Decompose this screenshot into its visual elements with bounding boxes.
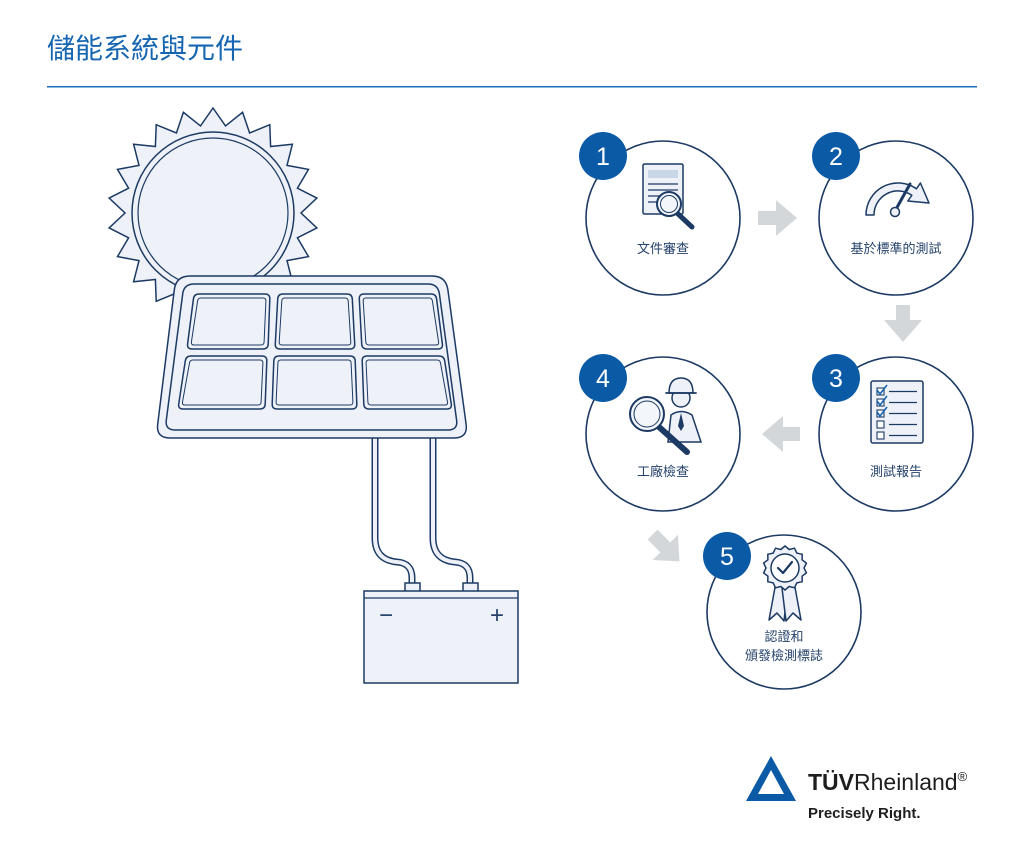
solar-cell <box>177 355 268 410</box>
arrow-left-icon <box>762 416 800 452</box>
title-divider <box>47 86 977 88</box>
step-number-badge <box>812 132 860 180</box>
solar-cell <box>186 293 271 350</box>
cable-negative <box>371 430 416 592</box>
step-label: 文件審查 <box>637 241 689 256</box>
solar-cell <box>358 293 444 350</box>
step-label: 基於標準的測試 <box>850 241 941 256</box>
solar-cell-inner-border <box>362 297 440 346</box>
logo-brand-regular: Rheinland <box>854 769 958 795</box>
battery-icon: − + <box>363 582 519 684</box>
solar-cell <box>274 293 356 350</box>
magnifier-handle <box>656 424 690 455</box>
logo-tagline: Precisely Right. <box>808 805 921 822</box>
tuv-rheinland-logo: TÜVRheinland® Precisely Right. <box>746 756 968 822</box>
cables <box>371 430 474 592</box>
cable-negative-core <box>373 430 414 592</box>
step-number-badge <box>812 354 860 402</box>
cable-positive <box>429 430 474 592</box>
gauge-arc-arrow <box>865 182 930 216</box>
step-number: 5 <box>720 543 734 571</box>
checkmarks <box>876 384 888 418</box>
document-search-icon <box>642 163 695 230</box>
hard-hat <box>668 377 694 394</box>
tuv-triangle-inner <box>758 770 784 794</box>
inspector-body <box>667 410 703 443</box>
arrow-down-icon <box>884 305 922 342</box>
magnifier-handle <box>674 210 695 230</box>
solar-cell-inner-border <box>190 297 267 346</box>
checklist-boxes <box>876 387 885 440</box>
award-center <box>770 553 800 583</box>
inspector-tie <box>678 413 684 431</box>
step-number: 1 <box>596 143 610 171</box>
logo-brand-bold: TÜV <box>808 769 855 795</box>
solar-cell-inner-border <box>181 359 264 406</box>
step-number: 2 <box>829 143 843 171</box>
checklist-icon <box>870 380 924 444</box>
step-3: 測試報告 3 <box>812 354 974 512</box>
step-circle <box>818 140 974 296</box>
arrow-right-icon <box>758 200 797 236</box>
solar-cell-inner-border <box>275 359 354 406</box>
magnifier-lens <box>629 396 665 432</box>
step-number: 3 <box>829 365 843 393</box>
checklist-lines <box>889 390 917 437</box>
battery-positive-sign: + <box>490 602 504 629</box>
solar-cell-inner-border <box>365 359 449 406</box>
step-circle <box>585 140 741 296</box>
award-icon <box>762 545 808 622</box>
solar-panel-icon <box>156 275 468 439</box>
sun-disk <box>131 131 295 295</box>
cable-positive-core <box>431 430 472 592</box>
step-number: 4 <box>596 365 610 393</box>
step-4: 工廠檢查 4 <box>579 354 741 512</box>
check-icon <box>776 560 794 575</box>
step-label: 測試報告 <box>870 464 922 479</box>
gauge-pivot <box>889 206 901 218</box>
solar-cell-inner-border <box>278 297 352 346</box>
solar-cell <box>361 355 453 410</box>
step-label-line-1: 認證和 <box>764 629 803 644</box>
logo-registered-mark: ® <box>958 769 968 784</box>
step-5: 認證和 頒發檢測標誌 5 <box>703 532 862 690</box>
arrow-down-right-icon <box>647 529 680 562</box>
solar-cells <box>177 293 453 410</box>
certification-process: 文件審查 1 基於標準的測試 2 <box>579 132 974 690</box>
magnifier-lens-ring <box>660 195 678 213</box>
document-header-band <box>648 170 678 178</box>
solar-cell <box>271 355 358 410</box>
step-label: 工廠檢查 <box>637 464 689 479</box>
document-lines <box>648 183 678 203</box>
energy-storage-illustration: − + <box>107 106 519 684</box>
magnifier-lens-ring <box>633 400 661 428</box>
gauge-icon <box>865 182 930 218</box>
battery-body <box>363 590 519 684</box>
gauge-needle <box>893 182 912 213</box>
step-number-badge <box>579 354 627 402</box>
battery-negative-sign: − <box>379 602 393 629</box>
step-label-line-2: 頒發檢測標誌 <box>745 648 823 663</box>
sun-icon <box>107 106 319 320</box>
inspector-icon <box>629 377 703 455</box>
step-number-badge <box>703 532 751 580</box>
step-number-badge <box>579 132 627 180</box>
step-1: 文件審查 1 <box>579 132 741 296</box>
logo-wordmark: TÜVRheinland® <box>808 769 968 795</box>
step-2: 基於標準的測試 2 <box>812 132 974 296</box>
page-title: 儲能系統與元件 <box>47 33 243 64</box>
